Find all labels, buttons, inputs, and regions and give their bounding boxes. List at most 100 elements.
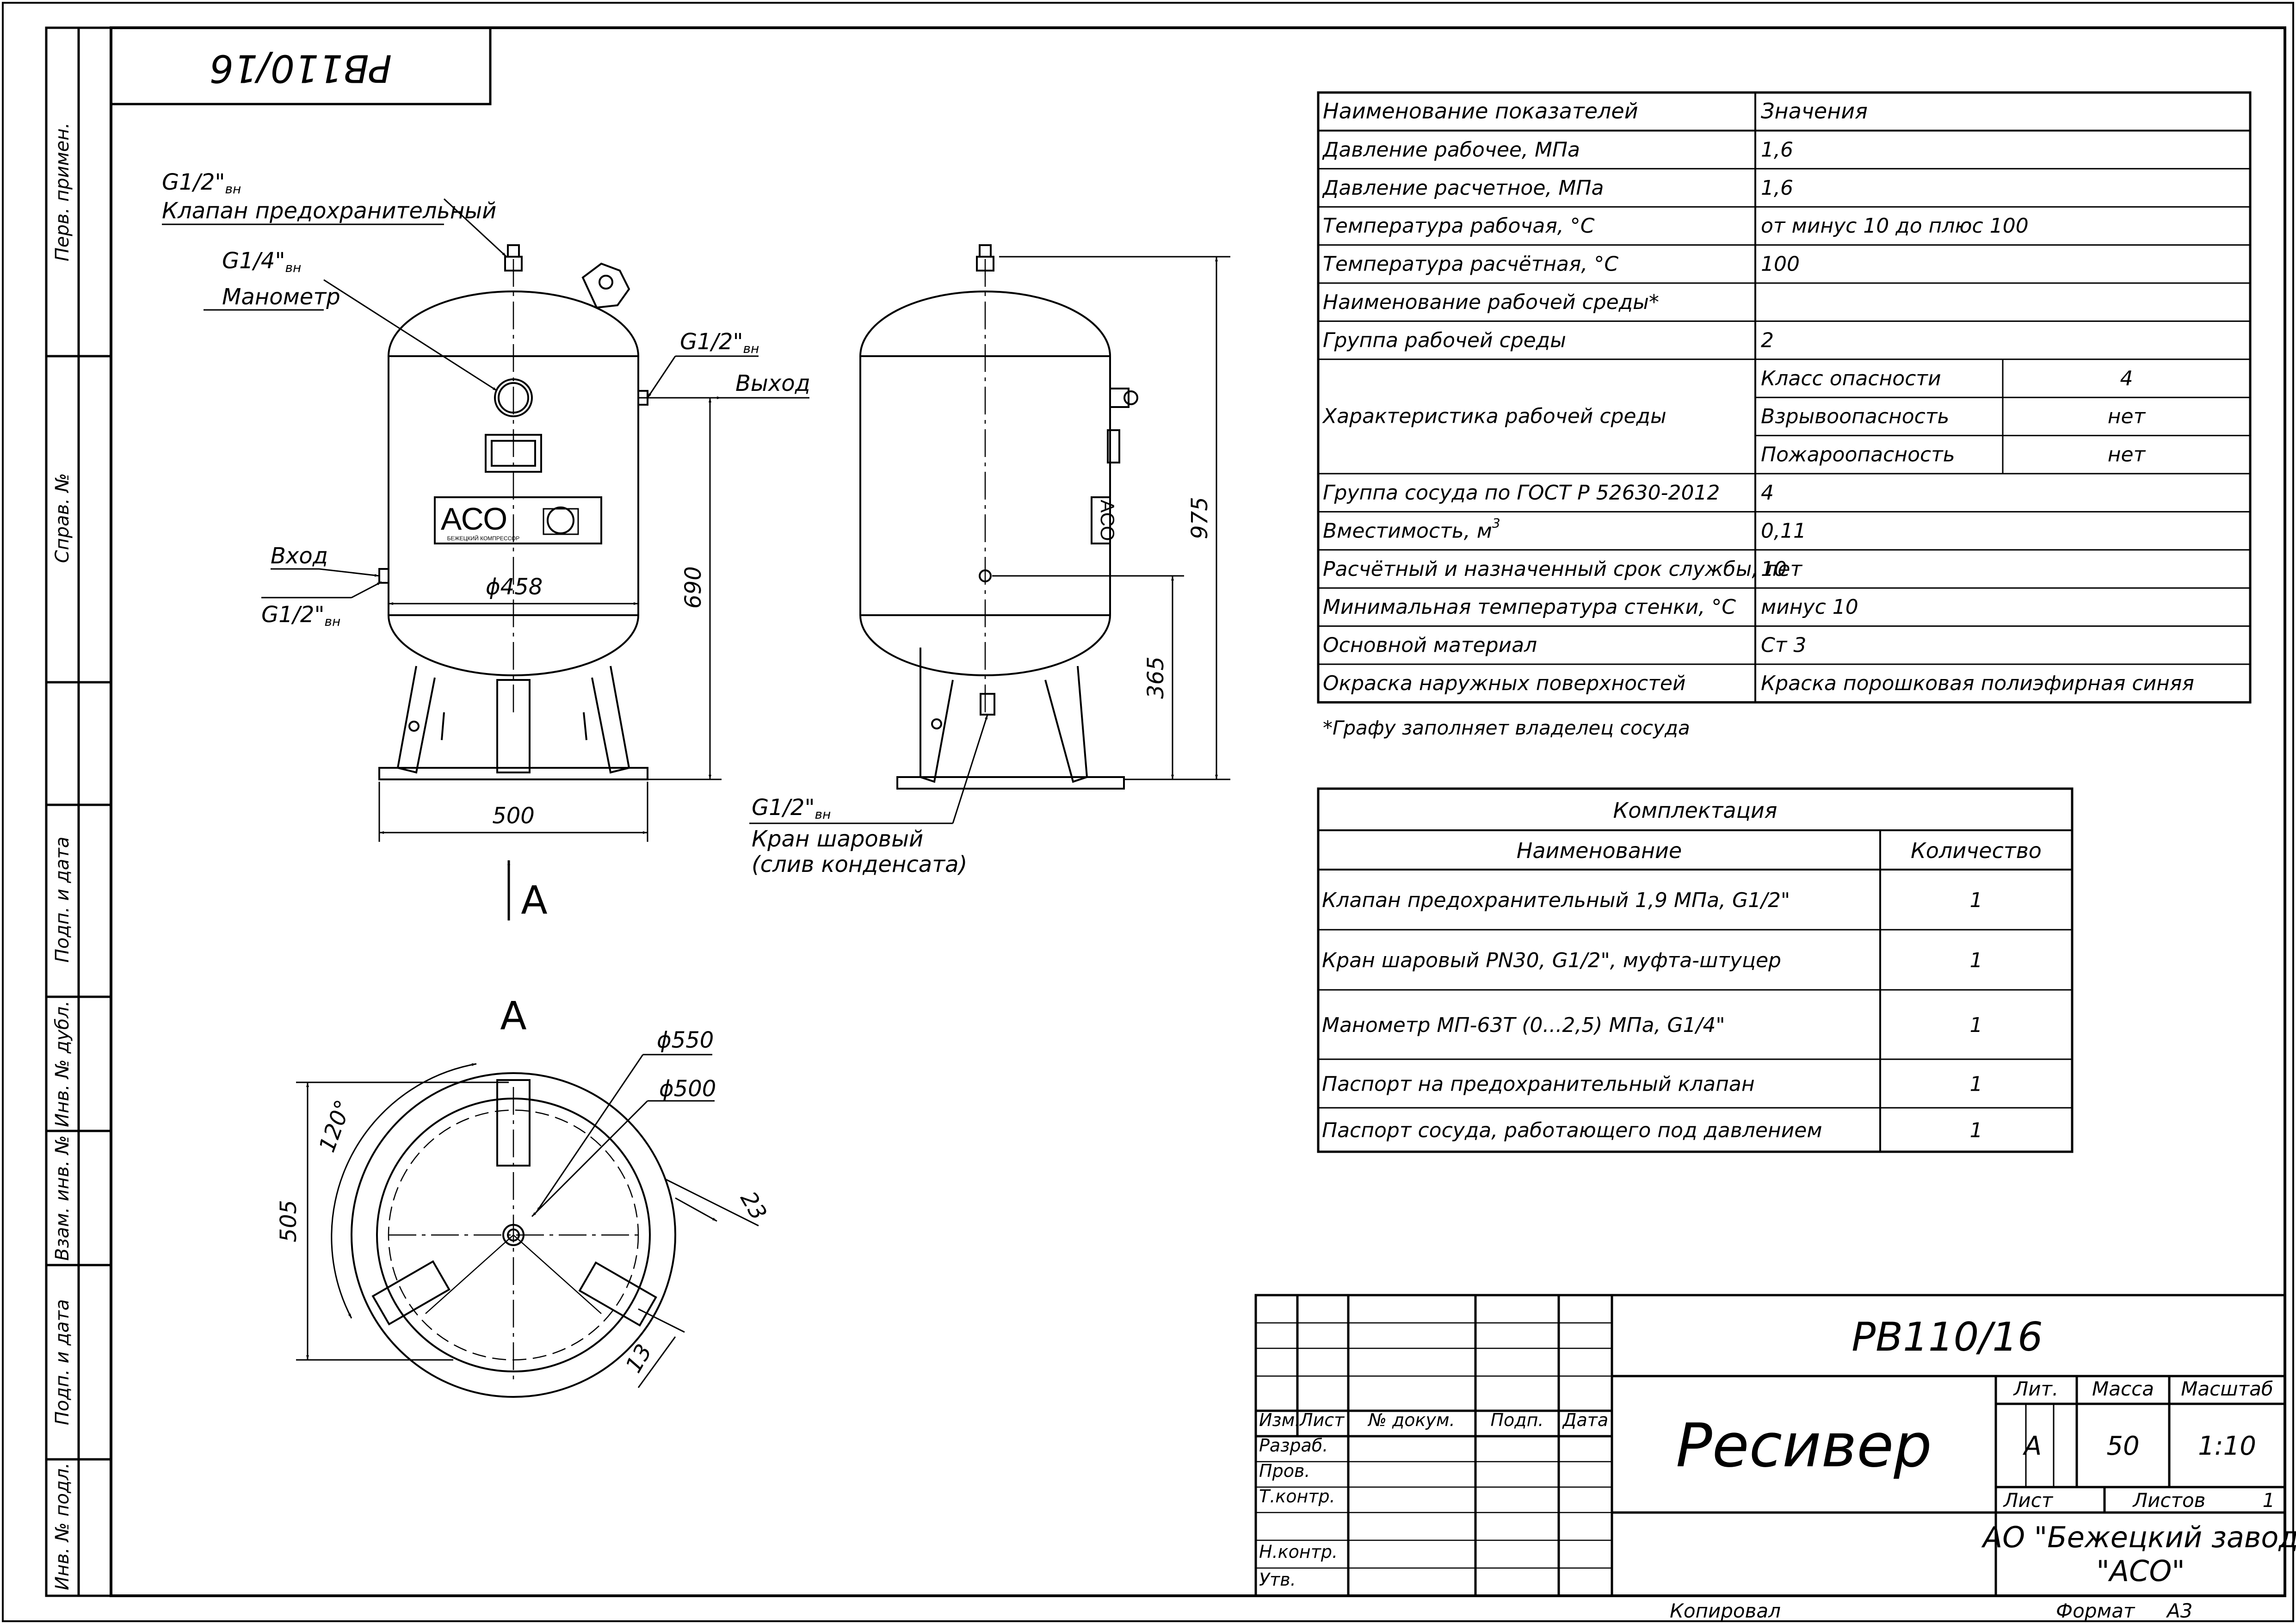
scale-label: Масштаб — [2181, 1377, 2273, 1400]
valve-label: Клапан предохранительный — [162, 198, 496, 224]
gauge-thread-label: G1/4"вн — [222, 248, 301, 275]
front-logo-text: АСО — [441, 501, 507, 537]
kit-header-qty: Количество — [1911, 838, 2042, 863]
margin-label-sprav-no: Справ. № — [52, 473, 73, 563]
spec-row-name: Давление рабочее, МПа — [1322, 138, 1580, 161]
corner-designation: РВ110/16 — [210, 46, 392, 90]
front-logo: АСО БЕЖЕЦКИЙ КОМПРЕССОР — [434, 496, 602, 544]
spec-row-name: Основной материал — [1323, 634, 1537, 657]
sheet-footer: Копировал Формат А3 — [1670, 1599, 2192, 1622]
col-data: Дата — [1562, 1410, 1608, 1430]
kit-row-qty: 1 — [1970, 949, 1983, 972]
dim-505: 505 — [276, 1200, 302, 1242]
corner-designation-box: РВ110/16 — [110, 26, 492, 105]
spec-row-value: 0,11 — [1761, 519, 1806, 543]
dim-13: 13 — [621, 1340, 657, 1377]
spec-row-value: 2 — [1761, 328, 1774, 352]
kit-row-qty: 1 — [1970, 889, 1983, 912]
kit-row-qty: 1 — [1970, 1013, 1983, 1037]
kit-row-name: Паспорт сосуда, работающего под давление… — [1322, 1119, 1822, 1142]
front-callouts — [162, 198, 809, 920]
spec-footnote: *Графу заполняет владелец сосуда — [1323, 716, 1690, 739]
dim-diameter-458: ϕ458 — [486, 574, 543, 600]
lit-value: А — [2023, 1431, 2042, 1461]
spec-row-name: Давление расчетное, МПа — [1322, 176, 1604, 200]
spec-header-value: Значения — [1761, 99, 1868, 123]
footer-copied: Копировал — [1670, 1599, 1781, 1622]
footer-format-label: Формат — [2056, 1599, 2136, 1622]
valve-thread-label: G1/2"вн — [162, 169, 241, 197]
spec-row-name: Группа рабочей среды — [1323, 328, 1566, 352]
drain-label-1: Кран шаровый — [752, 826, 923, 852]
spec-row-name: Наименование рабочей среды* — [1323, 290, 1659, 314]
drain-thread-label: G1/2"вн — [752, 795, 831, 822]
row-prov: Пров. — [1259, 1461, 1310, 1481]
front-logo-subtext: БЕЖЕЦКИЙ КОМПРЕССОР — [447, 535, 520, 542]
spec-row-name: Минимальная температура стенки, °С — [1323, 595, 1736, 619]
kit-row-qty: 1 — [1970, 1073, 1983, 1096]
dim-height-690: 690 — [680, 566, 706, 609]
spec-medium-value: нет — [2108, 443, 2146, 467]
drain-label-2: (слив конденсата) — [752, 852, 967, 877]
row-tkontr: Т.контр. — [1259, 1486, 1335, 1507]
mass-value: 50 — [2106, 1431, 2139, 1461]
sheet-label: Лист — [2003, 1489, 2054, 1512]
row-razrab: Разраб. — [1259, 1435, 1328, 1456]
org-line-1: АО "Бежецкий завод — [1981, 1520, 2296, 1554]
outlet-label: Выход — [735, 370, 810, 396]
spec-row-value: Ст 3 — [1761, 634, 1806, 657]
dim-23: 23 — [735, 1187, 772, 1225]
scale-value: 1:10 — [2198, 1431, 2256, 1461]
dim-total-975: 975 — [1187, 497, 1213, 539]
view-a-dimensions — [296, 1054, 759, 1388]
spec-medium-name: Взрывоопасность — [1761, 405, 1949, 428]
kit-header-name: Наименование — [1517, 838, 1682, 863]
spec-row-value: 100 — [1761, 253, 1800, 276]
spec-header-name: Наименование показателей — [1323, 99, 1638, 123]
kit-row-name: Клапан предохранительный 1,9 МПа, G1/2" — [1322, 889, 1790, 912]
kit-row-qty: 1 — [1970, 1119, 1983, 1142]
spec-medium-name: Класс опасности — [1761, 367, 1941, 390]
dim-d500: ϕ500 — [659, 1076, 716, 1102]
view-a-texts: А ϕ550 ϕ500 120° 505 23 13 — [276, 993, 772, 1377]
spec-row-value: 10 — [1761, 557, 1787, 581]
col-izm: Изм. — [1259, 1410, 1300, 1430]
left-margin-labels: Перв. примен. Справ. № Подп. и дата Инв.… — [52, 123, 73, 1590]
gauge-label: Манометр — [222, 284, 340, 310]
margin-label-podp-data-2: Подп. и дата — [52, 1299, 73, 1425]
col-dokum: № докум. — [1367, 1410, 1455, 1430]
title-block — [1254, 1294, 2286, 1597]
spec-row-name: Вместимость, м3 — [1323, 515, 1500, 543]
outlet-thread-label: G1/2"вн — [680, 329, 759, 356]
spec-medium-value: нет — [2108, 405, 2146, 428]
view-arrow-label: А — [521, 877, 547, 923]
side-logo-text: АСО — [1097, 500, 1118, 541]
spec-row-value: 1,6 — [1761, 138, 1793, 161]
spec-medium-name: Пожароопасность — [1761, 443, 1955, 467]
kit-row-name: Паспорт на предохранительный клапан — [1322, 1073, 1755, 1096]
spec-row-name: Расчётный и назначенный срок службы, лет — [1323, 557, 1802, 581]
dim-d550: ϕ550 — [657, 1027, 714, 1053]
col-podp: Подп. — [1490, 1410, 1543, 1430]
dim-angle-120: 120° — [314, 1097, 357, 1156]
lit-label: Лит. — [2013, 1377, 2059, 1400]
dim-base-500: 500 — [492, 803, 535, 829]
title-name: Ресивер — [1676, 1410, 1932, 1481]
spec-row-name: Температура рабочая, °С — [1323, 214, 1595, 238]
front-view — [378, 244, 648, 780]
spec-row-name: Группа сосуда по ГОСТ Р 52630-2012 — [1323, 481, 1720, 505]
margin-label-inv-dubl: Инв. № дубл. — [52, 1000, 73, 1127]
margin-label-perv-primen: Перв. примен. — [52, 123, 73, 261]
front-texts: G1/2"вн Клапан предохранительный G1/4"вн… — [162, 169, 810, 923]
org-line-2: "АСО" — [2096, 1554, 2185, 1588]
spec-medium-label: Характеристика рабочей среды — [1322, 404, 1666, 428]
col-list: Лист — [1299, 1410, 1345, 1430]
margin-label-vzam-inv: Взам. инв. № — [52, 1135, 73, 1261]
row-utv: Утв. — [1259, 1569, 1296, 1590]
inlet-label: Вход — [271, 543, 328, 569]
side-texts: 975 365 G1/2"вн Кран шаровый (слив конде… — [752, 497, 1213, 877]
spec-row-name: Температура расчётная, °С — [1323, 253, 1618, 276]
spec-row-value: 4 — [1761, 481, 1774, 505]
